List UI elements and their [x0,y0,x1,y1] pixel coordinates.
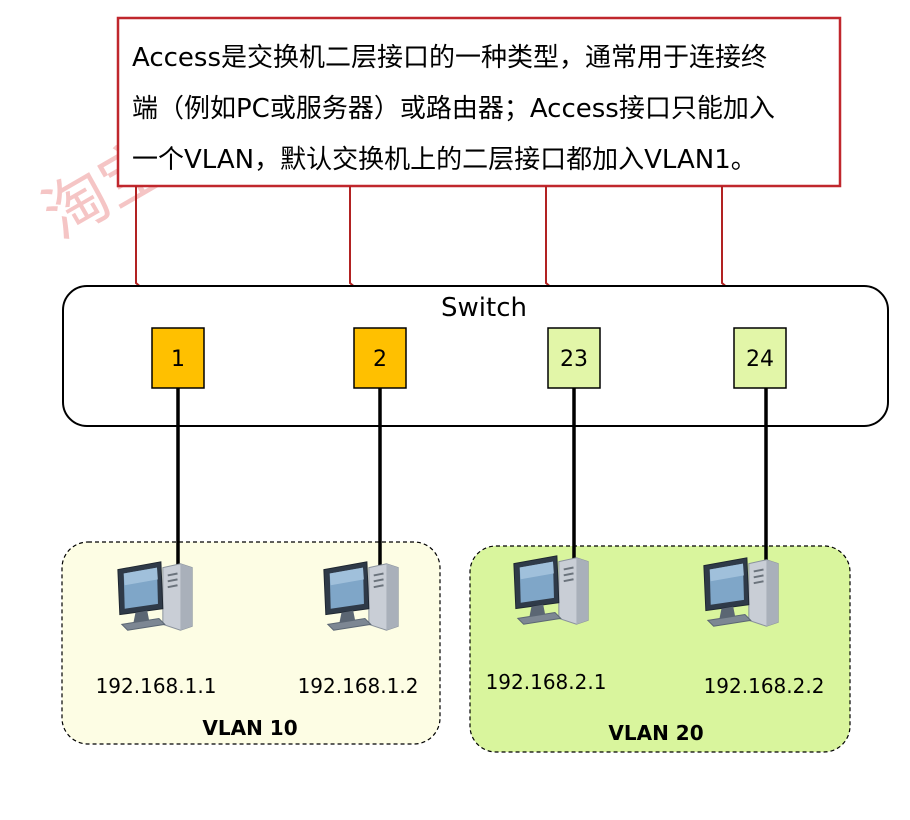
host-ip-4: 192.168.2.2 [704,674,825,698]
switch-body [62,285,889,427]
port-2 [353,327,407,389]
vlan-20-label: VLAN 20 [608,721,703,745]
port-1-label: 1 [171,347,185,372]
host-ip-3: 192.168.2.1 [486,670,607,694]
note-line-1: Access是交换机二层接口的一种类型，通常用于连接终 [132,43,767,73]
switch: Switch 1 2 23 24 [62,285,889,427]
port-24-label: 24 [746,347,774,372]
note-line-3: 一个VLAN，默认交换机上的二层接口都加入VLAN1。 [132,145,757,175]
switch-label: Switch [441,293,527,323]
port-23-label: 23 [560,347,588,372]
vlan-10-label: VLAN 10 [202,716,297,740]
note-callout: Access是交换机二层接口的一种类型，通常用于连接终 端（例如PC或服务器）或… [116,16,842,188]
port-24 [733,327,787,389]
note-box [116,16,842,188]
port-2-label: 2 [373,347,387,372]
host-ip-1: 192.168.1.1 [96,674,217,698]
links [176,388,768,566]
host-ip-2: 192.168.1.2 [298,674,419,698]
note-line-2: 端（例如PC或服务器）或路由器；Access接口只能加入 [132,94,775,124]
